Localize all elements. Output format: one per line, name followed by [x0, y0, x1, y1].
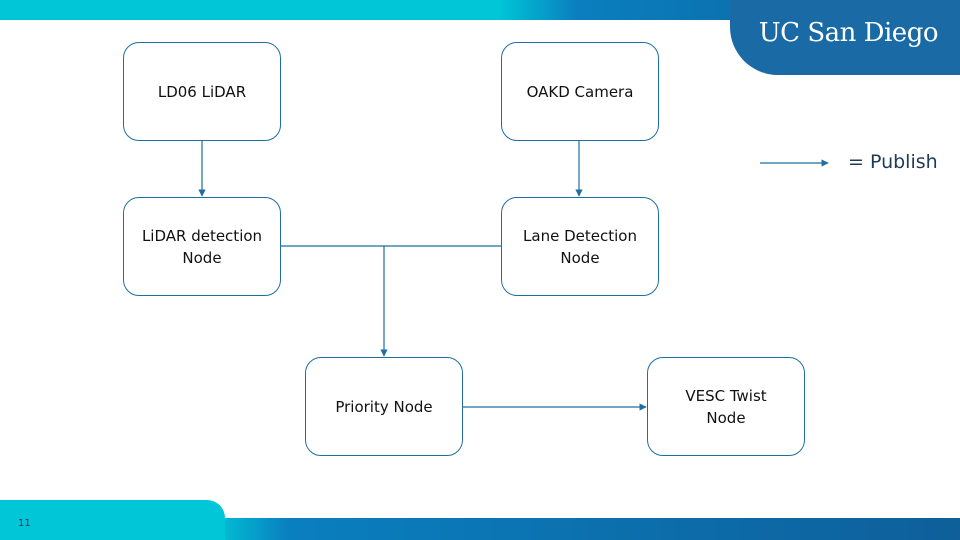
- node-vesc-twist: VESC Twist Node: [647, 357, 805, 456]
- node-priority: Priority Node: [305, 357, 463, 456]
- node-lidar-detection: LiDAR detection Node: [123, 197, 281, 296]
- page-number: 11: [18, 518, 31, 529]
- node-ld06-lidar: LD06 LiDAR: [123, 42, 281, 141]
- node-lane-detection-label: Lane Detection Node: [523, 226, 637, 267]
- node-vesc-twist-label: VESC Twist Node: [685, 386, 767, 427]
- logo-banner: UC San Diego: [730, 0, 960, 75]
- bottom-accent-tab: [0, 500, 225, 540]
- node-oakd-camera: OAKD Camera: [501, 42, 659, 141]
- node-oakd-camera-label: OAKD Camera: [526, 82, 634, 101]
- node-ld06-lidar-label: LD06 LiDAR: [157, 82, 247, 101]
- node-lane-detection: Lane Detection Node: [501, 197, 659, 296]
- legend-publish-label: = Publish: [848, 151, 938, 173]
- top-accent-band: [0, 0, 960, 20]
- uc-san-diego-logo: UC San Diego: [758, 18, 939, 48]
- node-lidar-detection-label: LiDAR detection Node: [141, 226, 263, 267]
- node-priority-label: Priority Node: [335, 397, 433, 416]
- bottom-accent-band: [0, 518, 960, 540]
